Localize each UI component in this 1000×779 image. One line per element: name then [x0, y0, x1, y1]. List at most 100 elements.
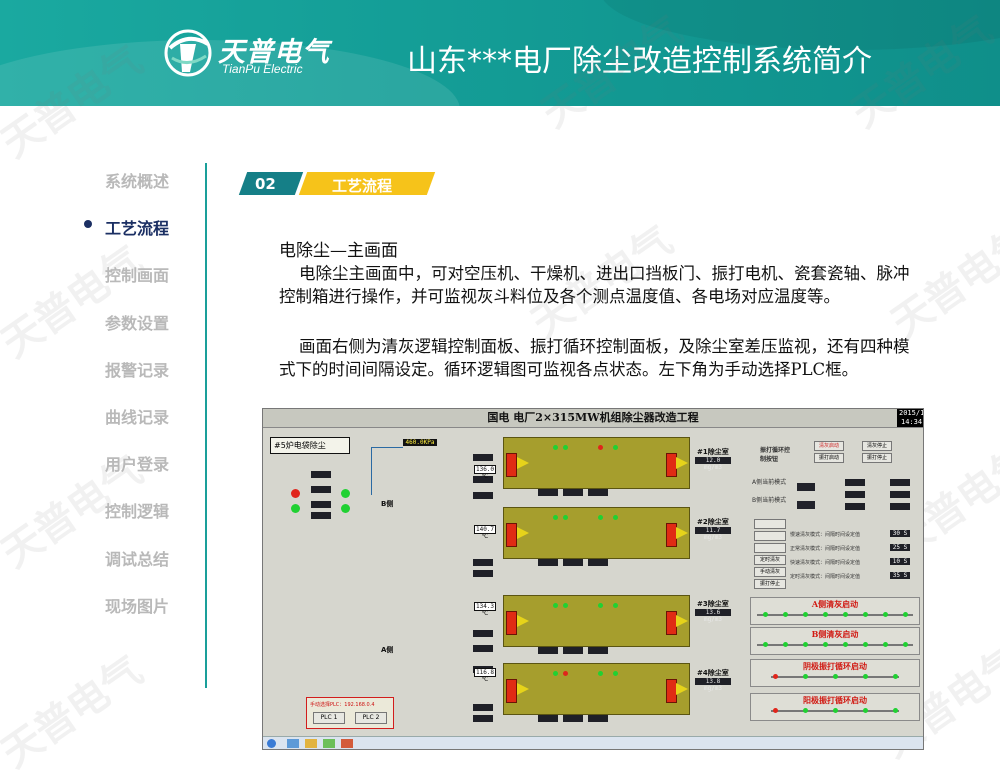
- dust-chamber-2: [503, 507, 690, 559]
- sidebar-item-overview[interactable]: 系统概述: [105, 172, 170, 191]
- sequence-led: [863, 674, 868, 679]
- status-led: [553, 445, 558, 450]
- clean-stop-button[interactable]: 清灰停止: [862, 441, 892, 451]
- inlet-temp-value: [473, 570, 493, 577]
- status-led: [553, 603, 558, 608]
- mode-a-label: A侧当前模式: [752, 479, 787, 486]
- sidebar-item-user-login[interactable]: 用户登录: [105, 455, 170, 474]
- interval-value[interactable]: 35 S: [890, 572, 910, 579]
- inlet-temp-value: [473, 492, 493, 499]
- pressure-diff-value: [890, 503, 910, 510]
- mode-button[interactable]: [754, 531, 786, 541]
- inlet-temp-value: [473, 715, 493, 722]
- sequence-led: [883, 612, 888, 617]
- sequence-panel-cathode: 阴极振打循环启动: [750, 659, 920, 687]
- plc2-button[interactable]: PLC 2: [355, 712, 387, 724]
- mode-button[interactable]: [754, 543, 786, 553]
- status-led: [613, 515, 618, 520]
- chamber-dust-value: 11.7 mg/m3: [695, 527, 731, 541]
- sidebar-item-commissioning[interactable]: 调试总结: [105, 550, 170, 569]
- interval-value[interactable]: 25 S: [890, 544, 910, 551]
- mode-a-indicator: [797, 483, 815, 491]
- taskbar-app-icon[interactable]: [341, 739, 353, 748]
- scada-screenshot: 国电 电厂2×315MW机组除尘器改造工程 2015/1/13 14:34:46…: [262, 408, 924, 750]
- mode-b-indicator: [797, 501, 815, 509]
- dust-chamber-1: [503, 437, 690, 489]
- flow-arrow-icon: [676, 457, 688, 469]
- inlet-damper[interactable]: [506, 679, 517, 703]
- rapper-value: [538, 559, 558, 566]
- interval-value[interactable]: 10 S: [890, 558, 910, 565]
- taskbar-app-icon[interactable]: [305, 739, 317, 748]
- logo-text-cn: 天普电气: [218, 37, 330, 68]
- sidebar-item-control-logic[interactable]: 控制逻辑: [105, 502, 170, 521]
- pressure-diff-value: [845, 479, 865, 486]
- inlet-temp-value: [473, 454, 493, 461]
- dust-chamber-4: [503, 663, 690, 715]
- compressor-value: [311, 512, 331, 519]
- content-subtitle: 电除尘—主画面: [279, 241, 398, 261]
- inlet-damper[interactable]: [506, 523, 517, 547]
- scada-date: 2015/1/13: [899, 409, 924, 417]
- manual-clean-button[interactable]: 手动清灰: [754, 567, 786, 577]
- plc-select-box: 手动选择PLC：192.168.0.4 PLC 1 PLC 2: [306, 697, 394, 729]
- sidebar-item-trend-log[interactable]: 曲线记录: [105, 408, 170, 427]
- rap-stop-button-2[interactable]: 振打停止: [754, 579, 786, 589]
- plc1-button[interactable]: PLC 1: [313, 712, 345, 724]
- chamber-dust-value: 13.6 mg/m3: [695, 609, 731, 623]
- clean-start-button[interactable]: 清灰启动: [814, 441, 844, 451]
- sequence-led: [833, 674, 838, 679]
- pressure-diff-value: [845, 503, 865, 510]
- inlet-damper[interactable]: [506, 611, 517, 635]
- watermark: 天普电气: [0, 647, 152, 778]
- sequence-led: [903, 612, 908, 617]
- sequence-led: [763, 642, 768, 647]
- rapper-value: [563, 715, 583, 722]
- compressor-status-led: [291, 504, 300, 513]
- sequence-led: [823, 642, 828, 647]
- compressor-value: [311, 486, 331, 493]
- rapper-value: [588, 715, 608, 722]
- sidebar-item-control-screen[interactable]: 控制画面: [105, 266, 170, 285]
- sequence-led: [893, 708, 898, 713]
- rapper-value: [563, 647, 583, 654]
- sequence-led: [893, 674, 898, 679]
- rapper-value: [588, 559, 608, 566]
- sidebar-item-parameters[interactable]: 参数设置: [105, 314, 170, 333]
- compressor-value: [311, 501, 331, 508]
- pressure-diff-value: [845, 491, 865, 498]
- sequence-led: [773, 708, 778, 713]
- sidebar-item-site-photos[interactable]: 现场图片: [105, 597, 170, 616]
- inlet-damper[interactable]: [506, 453, 517, 477]
- dust-chamber-3: [503, 595, 690, 647]
- side-a-label: A侧: [381, 646, 394, 654]
- taskbar-app-icon[interactable]: [323, 739, 335, 748]
- rap-stop-button[interactable]: 振打停止: [862, 453, 892, 463]
- flow-arrow-icon: [517, 683, 529, 695]
- scada-clock: 2015/1/13 14:34:46: [897, 409, 924, 427]
- active-indicator-dot: [84, 220, 92, 228]
- rapper-value: [538, 647, 558, 654]
- chamber-label: #3除尘室: [697, 600, 729, 608]
- interval-value[interactable]: 30 S: [890, 530, 910, 537]
- inlet-temp-value: [473, 559, 493, 566]
- taskbar-app-icon[interactable]: [287, 739, 299, 748]
- mode-button[interactable]: [754, 519, 786, 529]
- scada-title: 国电 电厂2×315MW机组除尘器改造工程: [263, 409, 923, 428]
- status-led: [563, 671, 568, 676]
- timed-clean-button[interactable]: 定时清灰: [754, 555, 786, 565]
- mode-b-label: B侧当前模式: [752, 497, 787, 504]
- start-icon[interactable]: [267, 739, 276, 748]
- rapper-value: [563, 559, 583, 566]
- pressure-value: 460.0KPa: [403, 439, 437, 446]
- chamber-temp: 134.3 ℃: [474, 602, 496, 617]
- rap-start-button[interactable]: 振打启动: [814, 453, 844, 463]
- air-pipe: [371, 447, 403, 448]
- sequence-panel-b-clean: B侧清灰启动: [750, 627, 920, 655]
- pressure-diff-value: [890, 491, 910, 498]
- rapper-value: [588, 489, 608, 496]
- sidebar-item-alarm-log[interactable]: 报警记录: [105, 361, 170, 380]
- sidebar-item-process-flow[interactable]: 工艺流程: [105, 219, 170, 238]
- inlet-temp-value: [473, 630, 493, 637]
- sidebar-divider: [205, 163, 207, 688]
